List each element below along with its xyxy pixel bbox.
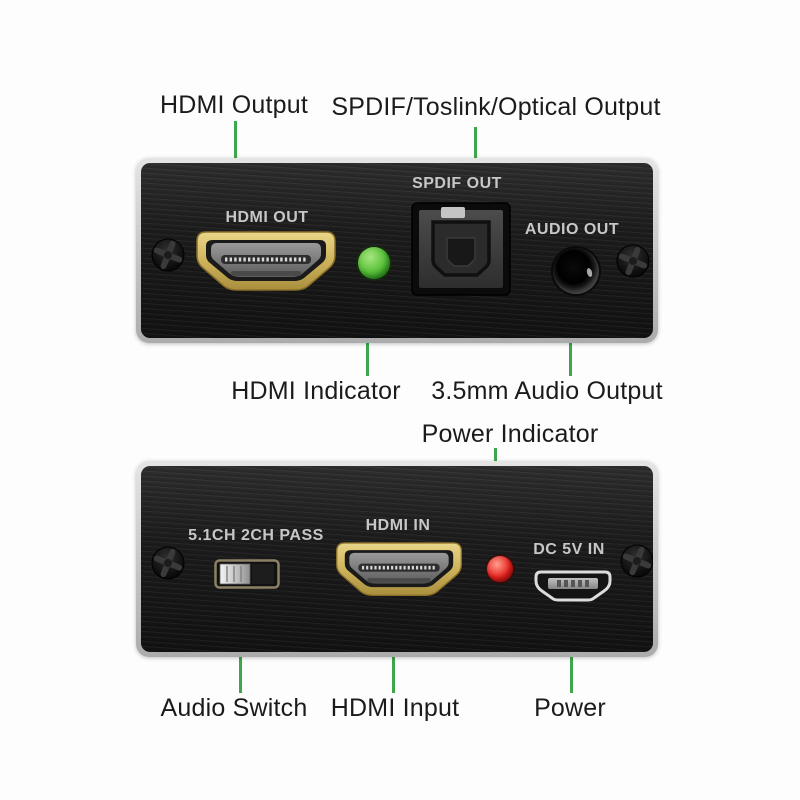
hdmi-input-label: HDMI Input xyxy=(330,694,460,722)
spdif-out-caption: SPDIF OUT xyxy=(412,175,502,192)
screw-icon xyxy=(611,239,653,283)
hdmi-in-caption: HDMI IN xyxy=(365,517,431,534)
power-indicator-label: Power Indicator xyxy=(421,420,599,448)
device-front-panel: HDMI OUT SPDIF OUT xyxy=(136,158,658,343)
hdmi-port-icon xyxy=(330,542,468,603)
hdmi-indicator-led-icon xyxy=(358,247,390,279)
power-indicator-led-icon xyxy=(487,556,513,582)
spdif-output-label: SPDIF/Toslink/Optical Output xyxy=(331,93,661,121)
screw-icon xyxy=(146,541,190,585)
rear-panel-face: 5.1CH 2CH PASS HDMI IN xyxy=(141,466,653,652)
audio-out-caption: AUDIO OUT xyxy=(524,221,620,238)
toslink-port-icon xyxy=(411,202,511,301)
screw-icon xyxy=(146,233,190,277)
screw-icon xyxy=(615,539,653,583)
micro-usb-port-icon xyxy=(532,569,614,608)
power-label: Power xyxy=(534,694,606,722)
hdmi-port-icon xyxy=(195,231,337,298)
audio-switch-caption: 5.1CH 2CH PASS xyxy=(188,527,324,544)
hdmi-indicator-label: HDMI Indicator xyxy=(231,377,401,405)
dc-5v-caption: DC 5V IN xyxy=(533,541,605,558)
audio-output-label: 3.5mm Audio Output xyxy=(431,377,663,405)
audio-jack-icon xyxy=(553,248,599,294)
front-panel-face: HDMI OUT SPDIF OUT xyxy=(141,163,653,338)
slide-switch-icon xyxy=(214,559,280,594)
hdmi-out-caption: HDMI OUT xyxy=(225,209,309,226)
device-rear-panel: 5.1CH 2CH PASS HDMI IN xyxy=(136,461,658,657)
hdmi-output-label: HDMI Output xyxy=(159,91,309,119)
audio-switch-label: Audio Switch xyxy=(160,694,308,722)
